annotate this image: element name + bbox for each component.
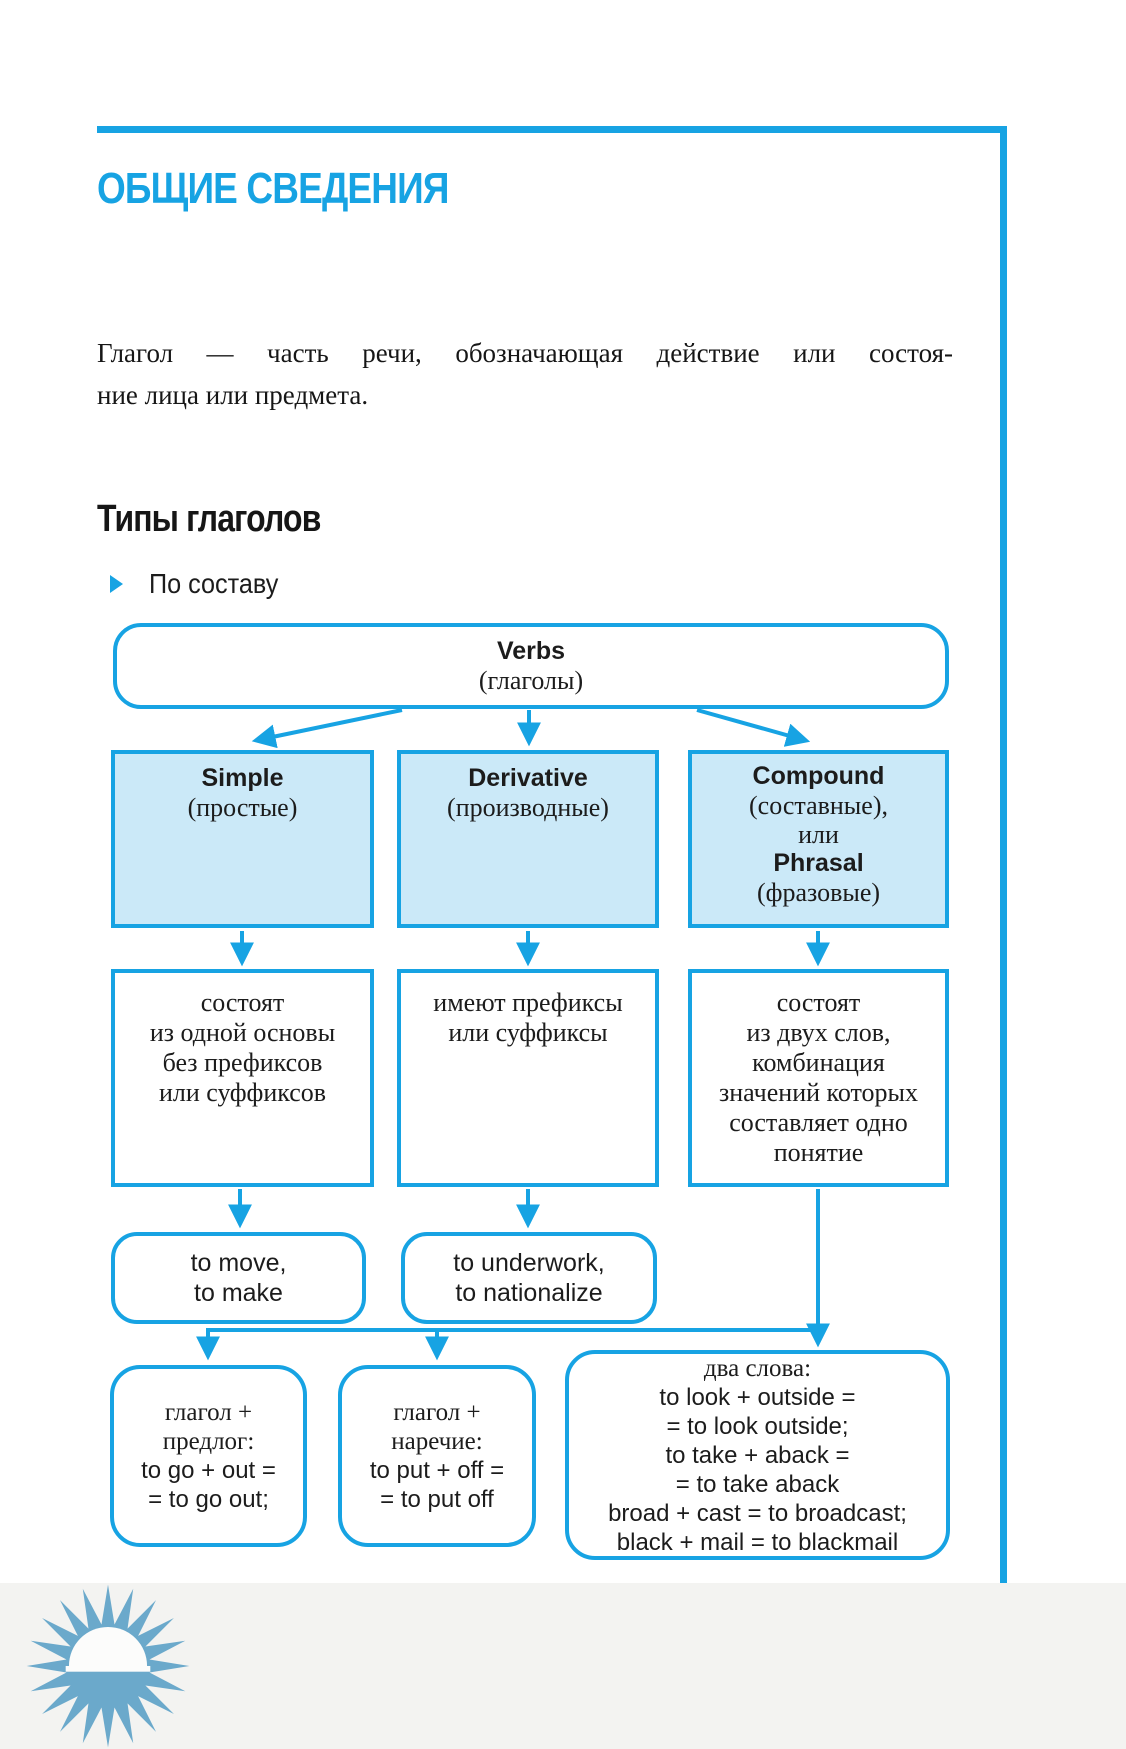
phrasal-box-two-words: два слова: to look + outside = = to look… bbox=[565, 1350, 950, 1560]
phrasal-line-en: to look + outside = bbox=[659, 1383, 856, 1411]
section-heading: Типы глаголов bbox=[97, 498, 363, 541]
example-line: to underwork, bbox=[453, 1249, 605, 1277]
phrasal-line-en: = to go out; bbox=[148, 1486, 269, 1513]
description-line: понятие bbox=[773, 1138, 864, 1167]
type-title: Simple bbox=[201, 764, 284, 792]
intro-line-2: ние лица или предмета. bbox=[97, 380, 369, 410]
description-box-simple: состоят из одной основы без префиксов ил… bbox=[111, 969, 374, 1187]
phrasal-line-en: to put + off = bbox=[369, 1457, 505, 1484]
page-title: ОБЩИЕ СВЕДЕНИЯ bbox=[97, 164, 516, 214]
flowchart-root-verbs: Verbs (глаголы) bbox=[113, 623, 949, 709]
watermark-band: SEATRACKER.RU SEATRACKER.RU bbox=[0, 1583, 1126, 1749]
phrasal-line-en: = to put off bbox=[380, 1486, 494, 1513]
type-subtitle: (простые) bbox=[187, 793, 298, 822]
description-line: состоят bbox=[776, 988, 861, 1017]
phrasal-box-preposition: глагол + предлог: to go + out = = to go … bbox=[110, 1365, 307, 1547]
type-title-2: Phrasal bbox=[773, 849, 864, 877]
page-title-text: ОБЩИЕ СВЕДЕНИЯ bbox=[97, 164, 449, 213]
type-box-compound-phrasal: Compound (составные), или Phrasal (фразо… bbox=[688, 750, 949, 928]
page-frame-border bbox=[97, 126, 1007, 1597]
sun-logo-icon bbox=[26, 1584, 190, 1748]
root-subtitle: (глаголы) bbox=[478, 666, 584, 695]
description-line: имеют префиксы bbox=[433, 988, 623, 1017]
description-line: из двух слов, bbox=[746, 1018, 891, 1047]
example-box-simple: to move, to make bbox=[111, 1232, 366, 1324]
intro-paragraph: Глагол — часть речи, обозначающая действ… bbox=[97, 332, 953, 416]
type-box-simple: Simple (простые) bbox=[111, 750, 374, 928]
phrasal-line-ru: два слова: bbox=[703, 1354, 812, 1382]
phrasal-line-en: black + mail = to blackmail bbox=[616, 1528, 899, 1556]
example-line: to make bbox=[194, 1279, 283, 1307]
phrasal-box-adverb: глагол + наречие: to put + off = = to pu… bbox=[338, 1365, 536, 1547]
phrasal-line-ru: глагол + bbox=[393, 1399, 481, 1426]
description-line: комбинация bbox=[752, 1048, 885, 1077]
description-line: составляет одно bbox=[729, 1108, 908, 1137]
bullet-item-label: По составу bbox=[149, 568, 279, 599]
description-line: из одной основы bbox=[149, 1018, 336, 1047]
phrasal-line-ru: глагол + bbox=[164, 1399, 253, 1426]
type-box-derivative: Derivative (производные) bbox=[397, 750, 659, 928]
type-subtitle: (составные), bbox=[749, 791, 888, 820]
type-conjunction: или bbox=[798, 820, 839, 849]
type-subtitle-2: (фразовые) bbox=[756, 878, 881, 907]
type-title: Compound bbox=[752, 762, 885, 790]
phrasal-line-en: = to look outside; bbox=[666, 1412, 849, 1440]
type-title: Derivative bbox=[468, 764, 588, 792]
type-subtitle: (производные) bbox=[447, 793, 609, 822]
section-heading-text: Типы глаголов bbox=[97, 498, 321, 540]
phrasal-line-ru: предлог: bbox=[162, 1428, 255, 1455]
phrasal-line-en: to take + aback = bbox=[665, 1441, 850, 1469]
description-line: без префиксов bbox=[162, 1048, 323, 1077]
phrasal-line-en: broad + cast = to broadcast; bbox=[608, 1499, 907, 1527]
root-title: Verbs bbox=[496, 637, 566, 665]
bullet-item-po-sostavu: По составу bbox=[110, 568, 293, 600]
example-box-derivative: to underwork, to nationalize bbox=[401, 1232, 657, 1324]
phrasal-line-en: to go + out = bbox=[141, 1457, 276, 1484]
phrasal-line-ru: наречие: bbox=[391, 1428, 483, 1455]
description-line: или суффиксов bbox=[158, 1078, 327, 1107]
triangle-bullet-icon bbox=[110, 575, 123, 593]
example-line: to nationalize bbox=[455, 1279, 603, 1307]
description-line: значений которых bbox=[719, 1078, 918, 1107]
description-box-derivative: имеют префиксы или суффиксы bbox=[397, 969, 659, 1187]
intro-line-1: Глагол — часть речи, обозначающая действ… bbox=[97, 338, 953, 368]
description-box-compound: состоят из двух слов, комбинация значени… bbox=[688, 969, 949, 1187]
description-line: состоят bbox=[200, 988, 285, 1017]
description-line: или суффиксы bbox=[448, 1018, 608, 1047]
example-line: to move, bbox=[190, 1249, 287, 1277]
phrasal-line-en: = to take aback bbox=[675, 1470, 840, 1498]
